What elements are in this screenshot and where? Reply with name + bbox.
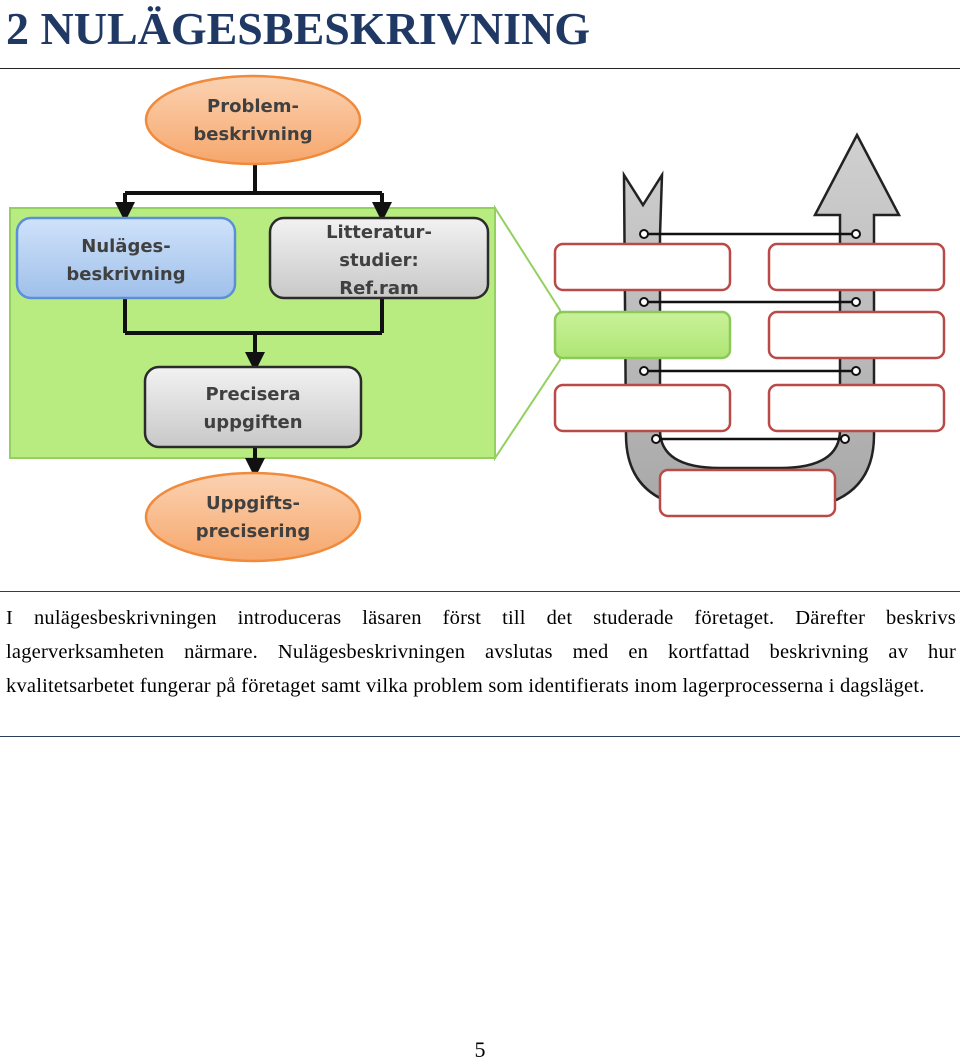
structure-box-bottom	[658, 468, 837, 518]
specify-task-node-line-1: Precisera	[205, 384, 300, 405]
current-state-node-line-2: beskrivning	[66, 264, 185, 285]
problem-node-line-1: Problem-	[207, 96, 299, 117]
literature-study-node: Litteratur- studier: Ref.ram	[268, 216, 490, 300]
structure-box-right-3	[767, 383, 946, 433]
section-heading: 2 NULÄGESBESKRIVNING	[6, 3, 591, 54]
problem-description-node: Problem- beskrivning	[144, 74, 362, 166]
structure-line-endpoints	[639, 229, 861, 444]
intro-paragraph: I nulägesbeskrivningen introduceras läsa…	[6, 607, 956, 697]
thesis-structure-diagram	[553, 132, 946, 518]
flow-connectors	[115, 165, 392, 478]
literature-node-line-1: Litteratur-	[326, 222, 432, 243]
specify-task-node-line-2: uppgiften	[203, 412, 302, 433]
structure-box-left-1	[553, 242, 732, 292]
paragraph-bottom-rule	[0, 736, 960, 737]
paragraph-top-rule	[0, 591, 960, 592]
literature-node-line-2: studier:	[339, 250, 418, 271]
page-number: 5	[474, 1037, 486, 1062]
highlight-connector	[494, 204, 561, 462]
structure-box-left-3	[553, 383, 732, 433]
task-spec-node-line-1: Uppgifts-	[206, 493, 300, 514]
task-specification-node: Uppgifts- precisering	[144, 471, 362, 563]
problem-node-line-2: beskrivning	[193, 124, 312, 145]
current-state-node: Nuläges- beskrivning	[15, 216, 237, 300]
heading-rule	[0, 68, 960, 69]
method-flow-figure: Problem- beskrivning Nuläges- beskrivnin…	[0, 70, 960, 570]
literature-node-line-3: Ref.ram	[339, 278, 419, 299]
specify-task-node: Precisera uppgiften	[143, 365, 363, 449]
method-diagram-svg: Problem- beskrivning Nuläges- beskrivnin…	[9, 74, 946, 563]
structure-box-right-1	[767, 242, 946, 292]
structure-box-left-2-highlighted	[553, 310, 732, 360]
current-state-node-line-1: Nuläges-	[81, 236, 170, 257]
structure-box-right-2	[767, 310, 946, 360]
task-spec-node-line-2: precisering	[196, 521, 310, 542]
structure-lines	[644, 232, 856, 441]
